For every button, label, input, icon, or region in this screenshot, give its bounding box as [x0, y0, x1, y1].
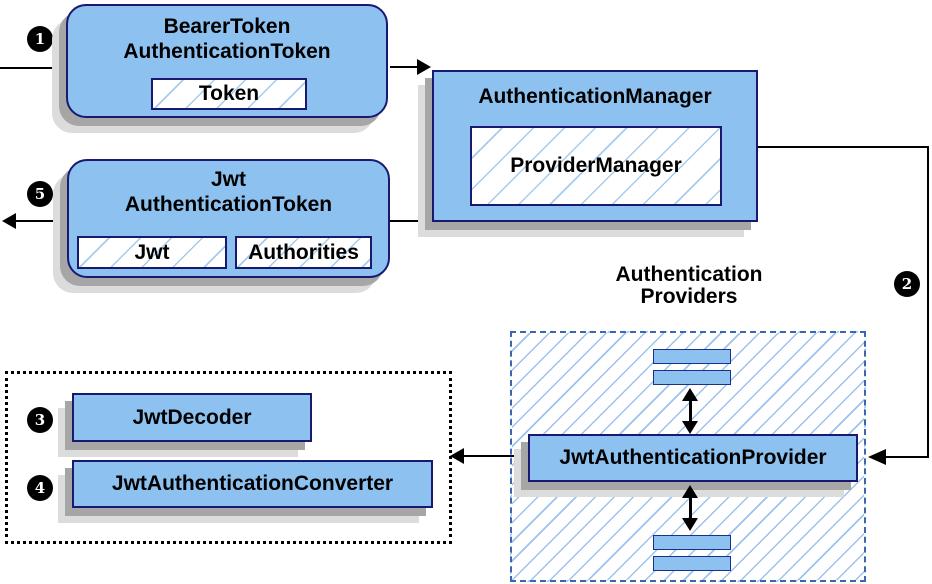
- provider-stack-bar-top-2: [653, 370, 731, 385]
- bearer-token-title-line1: BearerToken: [163, 15, 291, 38]
- connector-right-vertical: [927, 146, 929, 458]
- bearer-token-title-line2: AuthenticationToken: [123, 40, 331, 63]
- double-arrow-stem: [688, 399, 692, 423]
- authentication-providers-label-line2: Providers: [640, 285, 738, 308]
- authentication-providers-label-line1: Authentication: [615, 263, 763, 286]
- arrowhead-up-icon: [682, 485, 698, 498]
- authentication-providers-label: Authentication Providers: [589, 264, 789, 308]
- provider-manager-field-label: ProviderManager: [510, 154, 682, 177]
- provider-stack-bar-bottom-1: [653, 535, 731, 550]
- jwt-authentication-converter-label: JwtAuthenticationConverter: [111, 472, 394, 495]
- arrowhead-up-icon: [682, 388, 698, 401]
- connector-provider-to-decoders: [464, 455, 528, 457]
- connector-into-provider: [886, 456, 929, 458]
- double-arrow-bottom-icon: [682, 485, 698, 531]
- bearer-token-authentication-token-box: BearerToken AuthenticationToken Token: [66, 4, 388, 118]
- step-4-badge: 4: [27, 475, 53, 501]
- double-arrow-stem: [688, 496, 692, 520]
- arrowhead-down-icon: [682, 421, 698, 434]
- jwt-authentication-provider-label: JwtAuthenticationProvider: [559, 446, 827, 469]
- authentication-manager-title: AuthenticationManager: [478, 85, 712, 108]
- provider-manager-field: ProviderManager: [470, 126, 722, 206]
- jwt-authentication-provider-box: JwtAuthenticationProvider: [528, 434, 858, 482]
- arrowhead-into-manager-icon: [417, 59, 431, 75]
- jwt-token-box-title: Jwt AuthenticationToken: [69, 161, 388, 217]
- provider-stack-bar-top-1: [653, 349, 731, 364]
- connector-manager-to-jwt-token: [390, 220, 433, 222]
- jwt-authentication-token-box: Jwt AuthenticationToken Jwt Authorities: [67, 159, 390, 278]
- arrowhead-into-decoders-icon: [450, 448, 464, 464]
- jwt-field: Jwt: [77, 236, 227, 269]
- jwt-token-title-line2: AuthenticationToken: [124, 193, 333, 216]
- authorities-field-label: Authorities: [248, 240, 359, 264]
- bearer-token-box-title: BearerToken AuthenticationToken: [68, 6, 386, 64]
- token-field: Token: [151, 78, 307, 110]
- authentication-manager-box: AuthenticationManager ProviderManager: [432, 70, 758, 222]
- step-2-badge: 2: [894, 271, 920, 297]
- connector-bearer-to-manager: [390, 66, 418, 68]
- arrowhead-down-icon: [682, 518, 698, 531]
- token-field-label: Token: [198, 82, 260, 105]
- authorities-field: Authorities: [235, 236, 372, 269]
- arrowhead-response-out-icon: [2, 213, 16, 229]
- jwt-token-title-line1: Jwt: [210, 168, 246, 191]
- connector-manager-right: [758, 146, 929, 148]
- jwt-decoder-label: JwtDecoder: [132, 405, 252, 429]
- step-1-badge: 1: [27, 26, 53, 52]
- jwt-authentication-converter-box: JwtAuthenticationConverter: [72, 460, 433, 508]
- step-3-badge: 3: [27, 407, 53, 433]
- provider-stack-bar-bottom-2: [653, 556, 731, 571]
- jwt-field-label: Jwt: [134, 240, 170, 264]
- arrowhead-into-provider-icon: [868, 449, 886, 465]
- jwt-decoder-box: JwtDecoder: [72, 393, 312, 442]
- connector-response-out: [16, 220, 67, 222]
- connector-request-in: [0, 67, 67, 69]
- double-arrow-top-icon: [682, 388, 698, 434]
- step-5-badge: 5: [27, 181, 53, 207]
